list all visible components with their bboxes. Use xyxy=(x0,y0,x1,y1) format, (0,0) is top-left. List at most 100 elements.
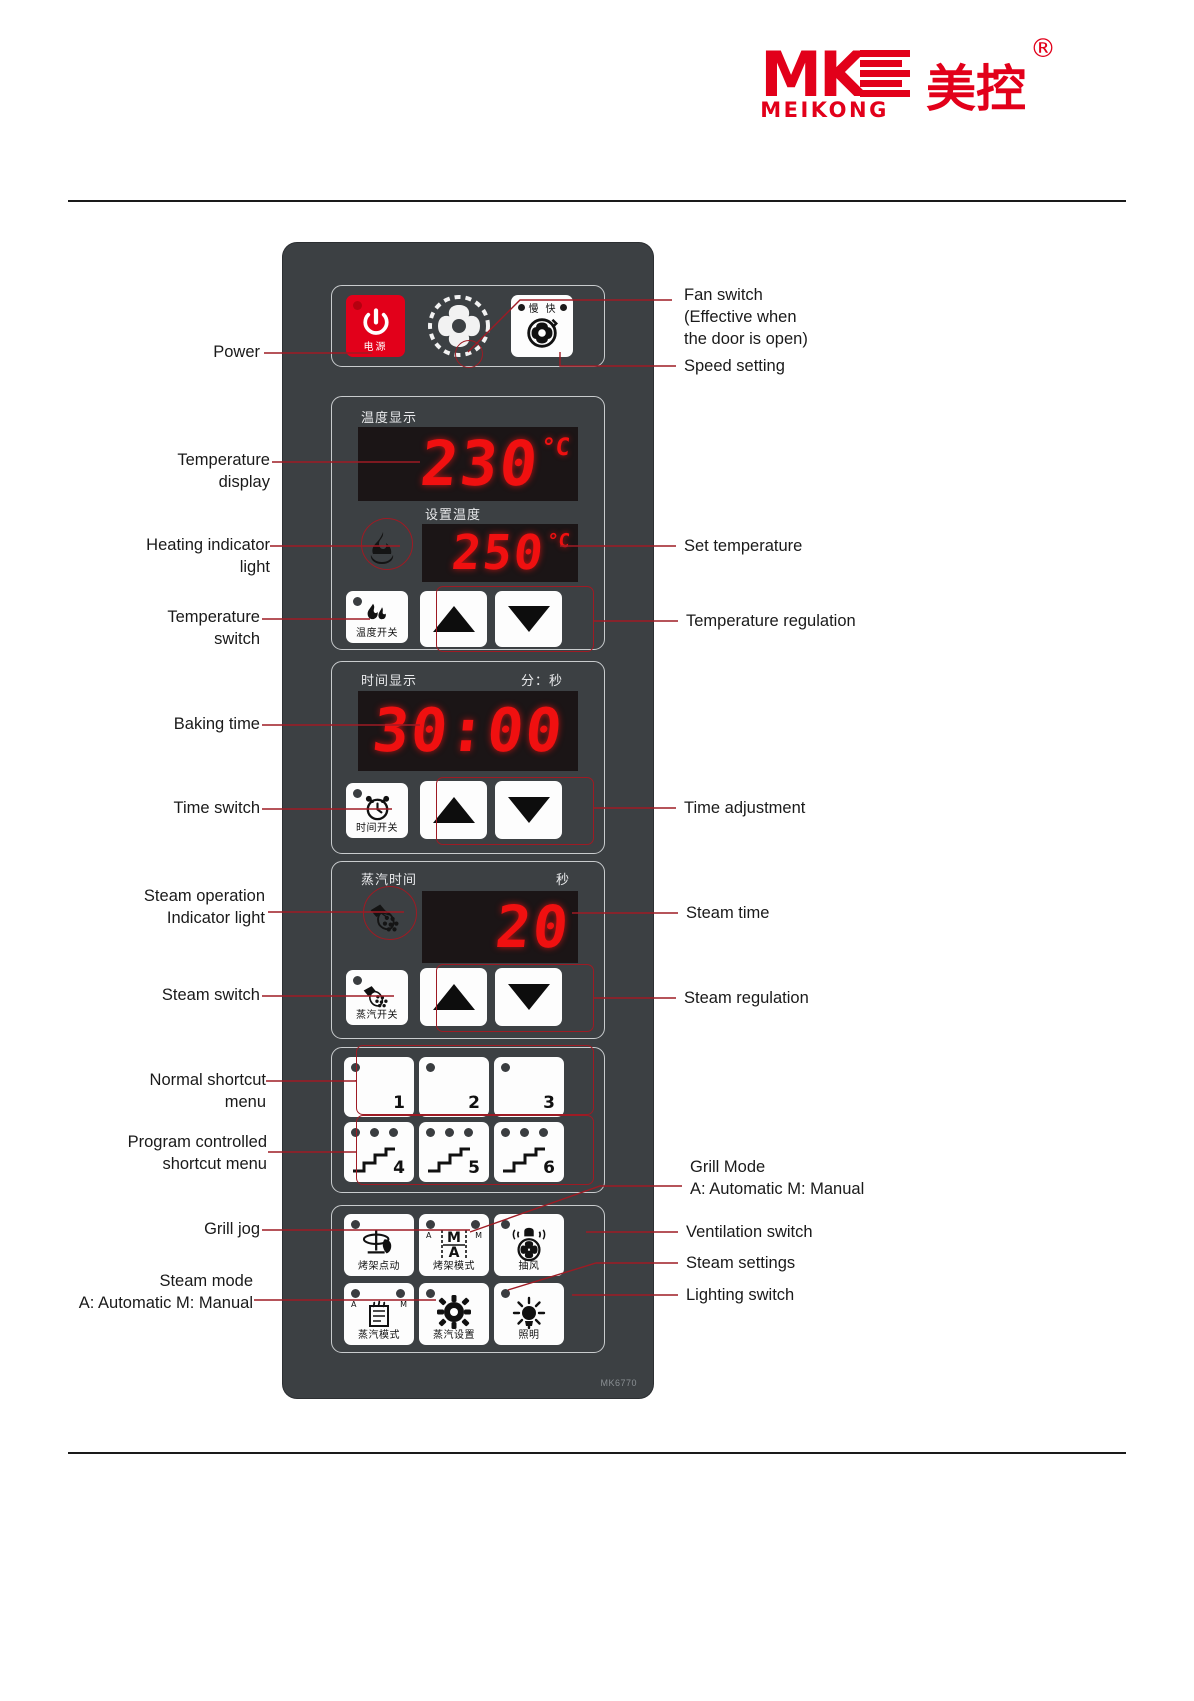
highlight-steam-regulation xyxy=(436,964,594,1032)
power-icon xyxy=(359,308,393,340)
logo-chinese-name: 美控 xyxy=(926,60,1026,118)
temperature-display-label: 温度显示 xyxy=(361,411,418,426)
callout-time-adjustment: Time adjustment xyxy=(684,799,806,817)
temperature-switch-indicator-dot xyxy=(353,597,362,606)
program-6-indicator-dot-1 xyxy=(501,1128,510,1137)
shortcut-button-1[interactable]: 1 xyxy=(344,1057,414,1117)
temperature-switch-button[interactable]: 温度开关 xyxy=(346,591,408,643)
steam-time-display: 20 xyxy=(422,891,578,963)
time-switch-button[interactable]: 时间开关 xyxy=(346,783,408,838)
program-5-indicator-dot-2 xyxy=(445,1128,454,1137)
lighting-label: 照明 xyxy=(518,1330,540,1341)
steam-down-button[interactable] xyxy=(495,968,562,1026)
program-5-indicator-dot-1 xyxy=(426,1128,435,1137)
ventilation-indicator-dot xyxy=(501,1220,510,1229)
callout-grill-mode: Grill Mode A: Automatic M: Manual xyxy=(690,1158,865,1198)
steam-time-value: 20 xyxy=(492,893,574,961)
time-display: 30:00 xyxy=(358,691,578,771)
steam-time-label: 蒸汽时间 xyxy=(361,873,418,888)
steam-switch-indicator-dot xyxy=(353,976,362,985)
callout-temperature-switch: Temperature switch xyxy=(167,608,260,648)
grill-mode-am-icon: M A xyxy=(437,1226,471,1262)
group-shortcuts xyxy=(331,1047,605,1193)
ventilation-label: 抽风 xyxy=(518,1261,540,1272)
steam-settings-label: 蒸汽设置 xyxy=(433,1330,475,1341)
temperature-switch-label: 温度开关 xyxy=(356,628,398,639)
steam-switch-button[interactable]: 蒸汽开关 xyxy=(346,970,408,1025)
program-5-indicator-dot-3 xyxy=(464,1128,473,1137)
shortcut-2-indicator-dot xyxy=(426,1063,435,1072)
model-number: MK6770 xyxy=(600,1378,637,1388)
program-shortcut-button-6[interactable]: 6 xyxy=(494,1122,564,1182)
program-4-label: 4 xyxy=(393,1158,405,1178)
shortcut-button-2[interactable]: 2 xyxy=(419,1057,489,1117)
triangle-down-icon xyxy=(507,984,550,1010)
set-temperature-unit: °C xyxy=(545,530,572,552)
steam-mode-label: 蒸汽模式 xyxy=(358,1330,400,1341)
callout-baking-time: Baking time xyxy=(173,715,260,733)
time-display-value: 30:00 xyxy=(369,696,567,766)
program-4-indicator-dot-2 xyxy=(370,1128,379,1137)
power-button[interactable]: 电源 xyxy=(346,295,405,357)
callout-steam-time: Steam time xyxy=(686,904,770,922)
time-unit-label: 分：秒 xyxy=(521,674,564,689)
svg-text:A: A xyxy=(449,1245,460,1261)
steam-mode-indicator-dot-m xyxy=(396,1289,405,1298)
program-6-indicator-dot-2 xyxy=(520,1128,529,1137)
callout-steam-mode: Steam mode A: Automatic M: Manual xyxy=(78,1272,253,1312)
temperature-up-button[interactable] xyxy=(420,591,487,647)
temperature-display-value: 230 xyxy=(417,427,543,500)
lighting-button[interactable]: 照明 xyxy=(494,1283,564,1345)
steam-mode-button[interactable]: A M 蒸汽模式 xyxy=(344,1283,414,1345)
grill-mode-indicator-dot-a xyxy=(426,1220,435,1229)
program-4-indicator-dot-1 xyxy=(351,1128,360,1137)
top-divider xyxy=(68,200,1126,202)
time-up-button[interactable] xyxy=(420,781,487,839)
time-down-button[interactable] xyxy=(495,781,562,839)
callout-normal-shortcut-menu: Normal shortcut menu xyxy=(149,1071,266,1111)
temperature-down-button[interactable] xyxy=(495,591,562,647)
callout-ventilation-switch: Ventilation switch xyxy=(686,1223,813,1241)
grill-jog-icon xyxy=(360,1227,398,1259)
temperature-display: 230 °C xyxy=(358,427,578,501)
power-indicator-dot xyxy=(353,301,362,310)
grill-mode-button[interactable]: A M M A 烤架模式 xyxy=(419,1214,489,1276)
program-6-label: 6 xyxy=(543,1158,555,1178)
logo-wordmark: MEIKONG xyxy=(760,98,889,122)
grill-jog-label: 烤架点动 xyxy=(358,1261,400,1272)
grill-mode-m-letter: M xyxy=(475,1231,482,1240)
speed-setting-button[interactable]: 慢 快 xyxy=(511,295,573,357)
highlight-time-adjustment xyxy=(436,777,594,845)
steam-mode-am-icon xyxy=(362,1296,396,1330)
steam-switch-label: 蒸汽开关 xyxy=(356,1010,398,1021)
triangle-up-icon xyxy=(432,797,475,823)
callout-program-controlled-shortcut-menu: Program controlled shortcut menu xyxy=(127,1133,267,1173)
steam-settings-indicator-dot xyxy=(426,1289,435,1298)
callout-steam-settings: Steam settings xyxy=(686,1254,796,1272)
steam-unit-label: 秒 xyxy=(556,873,571,888)
callout-steam-regulation: Steam regulation xyxy=(684,989,809,1007)
callout-heating-indicator-light: Heating indicator light xyxy=(146,536,270,576)
shortcut-button-3[interactable]: 3 xyxy=(494,1057,564,1117)
step-program-icon xyxy=(351,1145,397,1175)
callout-fan-switch: Fan switch (Effective when the door is o… xyxy=(684,286,808,348)
bottom-divider xyxy=(68,1452,1126,1454)
lighting-icon xyxy=(511,1294,547,1330)
group-temperature xyxy=(331,396,605,650)
steam-up-button[interactable] xyxy=(420,968,487,1026)
logo-mk-letters: MK xyxy=(760,38,867,111)
power-button-label: 电源 xyxy=(363,342,388,353)
time-switch-label: 时间开关 xyxy=(356,823,398,834)
triangle-down-icon xyxy=(507,606,550,632)
logo-k-stripes xyxy=(860,48,912,102)
set-temperature-value: 250 xyxy=(449,525,549,581)
grill-jog-button[interactable]: 烤架点动 xyxy=(344,1214,414,1276)
callout-temperature-display: Temperature display xyxy=(177,451,270,491)
shortcut-3-indicator-dot xyxy=(501,1063,510,1072)
shortcut-3-label: 3 xyxy=(543,1093,555,1113)
ventilation-button[interactable]: 抽风 xyxy=(494,1214,564,1276)
steam-settings-button[interactable]: 蒸汽设置 xyxy=(419,1283,489,1345)
callout-steam-switch: Steam switch xyxy=(161,986,260,1004)
program-shortcut-button-5[interactable]: 5 xyxy=(419,1122,489,1182)
svg-text:M: M xyxy=(447,1230,461,1246)
